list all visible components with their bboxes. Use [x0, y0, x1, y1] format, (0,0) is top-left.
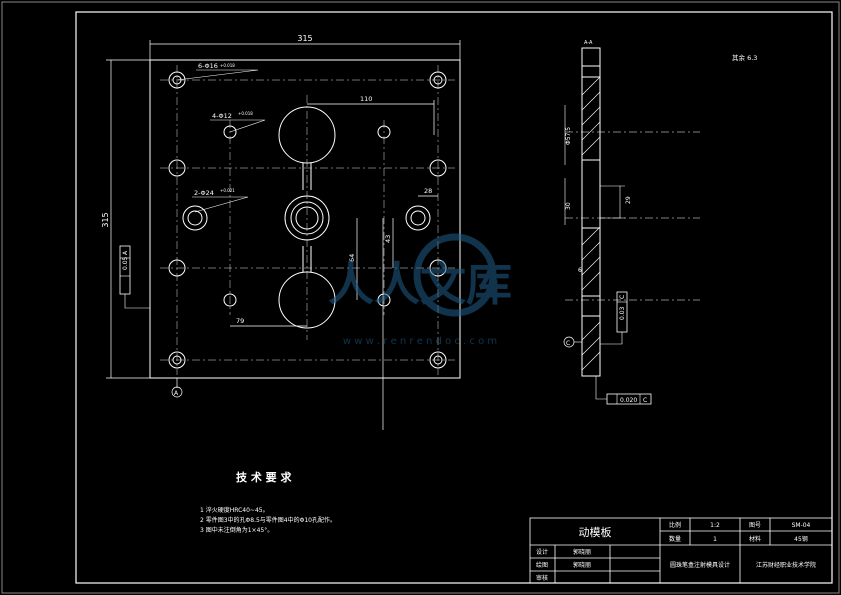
- watermark-brand: 人人文库: [328, 257, 512, 311]
- qty-label: 数量: [669, 535, 681, 543]
- plate-outline: [149, 59, 461, 379]
- title-part-name: 动模板: [579, 525, 612, 539]
- dim-29: 29: [625, 196, 632, 204]
- dim-30: 30: [565, 202, 572, 210]
- section-view: [563, 47, 700, 405]
- tolerance-b-value: 0.03: [619, 306, 626, 320]
- material-value: 45钢: [794, 535, 808, 543]
- qty-value: 1: [713, 536, 717, 543]
- dim-43: 43: [384, 235, 392, 243]
- draw-value: 郭晓丽: [573, 561, 591, 569]
- label-hole-b-tol: +0.018: [238, 111, 253, 116]
- project-name: 圆珠笔盒注射模具设计: [670, 561, 730, 569]
- material-label: 材料: [749, 535, 761, 543]
- label-hole-a-tol: +0.018: [220, 63, 235, 68]
- front-view: [106, 40, 461, 430]
- datum-c-label: C: [566, 340, 570, 347]
- design-label: 设计: [536, 548, 548, 556]
- label-hole-a: 6-Φ16: [198, 62, 218, 70]
- title-block: [529, 517, 833, 584]
- dim-57: Φ57.5: [565, 127, 572, 145]
- watermark-logo-ring: [413, 233, 497, 317]
- tolerance-c-datum: C: [643, 397, 647, 404]
- section-label: A-A: [584, 40, 593, 46]
- tolerance-c-value: 0.020: [620, 397, 637, 404]
- dim-width: 315: [297, 34, 312, 43]
- drawing-frame: [75, 11, 833, 584]
- tolerance-a-value: 0.05: [122, 256, 129, 270]
- tech-note-3: 3 图中未注倒角为1×45°。: [200, 526, 273, 534]
- label-hole-b: 4-Φ12: [212, 112, 232, 120]
- review-label: 审核: [536, 574, 548, 582]
- tech-note-2: 2 零件图3中的孔Φ8.5与零件图4中的Φ10孔配作。: [200, 516, 336, 524]
- dim-64: 64: [348, 254, 356, 262]
- holes-phi24: [182, 205, 431, 231]
- holes-phi16: [168, 71, 447, 369]
- dim-79: 79: [236, 317, 244, 325]
- roughness-note: 其余 6.3: [732, 53, 757, 62]
- tech-note-1: 1 淬火硬度HRC40~45。: [200, 506, 269, 514]
- datum-a-label: A: [174, 390, 179, 397]
- draw-label: 绘图: [536, 561, 548, 569]
- school-name: 江苏财经职业技术学院: [756, 561, 816, 569]
- label-hole-c: 2-Φ24: [194, 189, 214, 197]
- watermark: 人人文库 w w w . r e n r e n d o c . c o m: [328, 233, 512, 347]
- dim-28: 28: [424, 187, 432, 195]
- label-hole-c-tol: +0.021: [220, 188, 235, 193]
- drawing-no-label: 图号: [749, 522, 761, 529]
- design-value: 郭晓丽: [573, 548, 591, 556]
- scale-value: 1:2: [710, 522, 720, 529]
- dim-110: 110: [360, 95, 372, 103]
- dim-height: 315: [101, 212, 110, 227]
- watermark-url: w w w . r e n r e n d o c . c o m: [343, 336, 497, 347]
- tolerance-b-datum: C: [619, 295, 626, 299]
- drawing-no: SM-04: [792, 522, 811, 529]
- scale-label: 比例: [669, 521, 681, 529]
- dim-6: 6: [578, 267, 582, 274]
- tolerance-a-datum: A: [122, 250, 129, 255]
- tech-heading: 技 术 要 求: [236, 470, 292, 484]
